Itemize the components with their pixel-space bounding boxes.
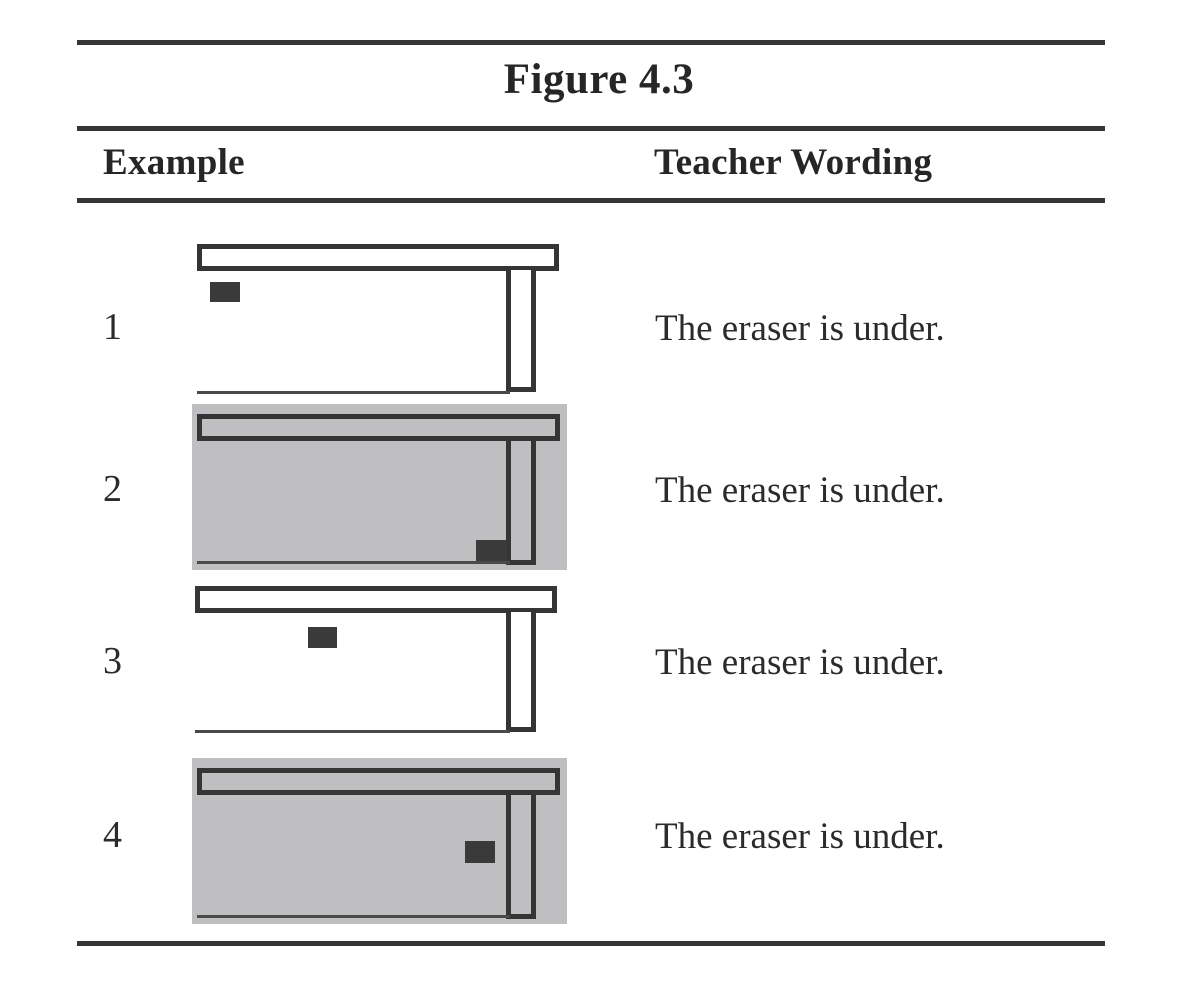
desk-diagram — [192, 404, 567, 570]
table-row: 1 The eraser is under. — [0, 228, 1198, 400]
table-row: 4 The eraser is under. — [0, 746, 1198, 924]
eraser-shape — [308, 627, 337, 648]
teacher-wording-text: The eraser is under. — [655, 642, 945, 683]
floor-line — [197, 561, 510, 564]
desk-diagram — [192, 758, 567, 924]
eraser-shape — [465, 841, 495, 863]
table-leg-shape — [506, 612, 536, 732]
tabletop-shape — [195, 586, 557, 613]
column-header-example: Example — [103, 142, 245, 183]
tabletop-shape — [197, 414, 560, 441]
table-rule-bottom — [77, 941, 1105, 946]
table-rule-under-title — [77, 126, 1105, 131]
desk-diagram — [192, 236, 567, 398]
example-number: 2 — [103, 468, 122, 510]
floor-line — [195, 730, 510, 733]
teacher-wording-text: The eraser is under. — [655, 816, 945, 857]
tabletop-shape — [197, 768, 560, 795]
floor-line — [197, 391, 510, 394]
table-leg-shape — [506, 270, 536, 392]
teacher-wording-text: The eraser is under. — [655, 308, 945, 349]
table-row: 3 The eraser is under. — [0, 574, 1198, 744]
desk-diagram — [192, 576, 567, 742]
figure-title: Figure 4.3 — [503, 56, 695, 103]
column-header-teacher-wording: Teacher Wording — [654, 142, 933, 183]
table-rule-top — [77, 40, 1105, 45]
example-number: 3 — [103, 640, 122, 682]
floor-line — [197, 915, 510, 918]
table-rule-under-headers — [77, 198, 1105, 203]
tabletop-shape — [197, 244, 559, 271]
eraser-shape — [210, 282, 240, 302]
example-number: 1 — [103, 306, 122, 348]
example-number: 4 — [103, 814, 122, 856]
eraser-shape — [476, 540, 507, 561]
table-row: 2 The eraser is under. — [0, 400, 1198, 572]
table-leg-shape — [506, 794, 536, 919]
table-leg-shape — [506, 440, 536, 565]
teacher-wording-text: The eraser is under. — [655, 470, 945, 511]
